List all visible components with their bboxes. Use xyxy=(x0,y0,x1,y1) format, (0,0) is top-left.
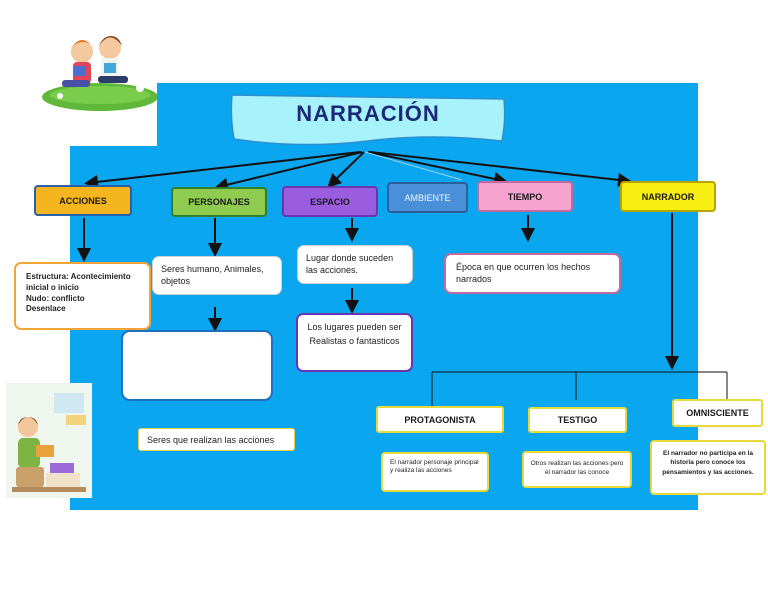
narrator-type-testigo-label: TESTIGO xyxy=(557,415,598,425)
testigo-description-text: Otros realizan las acciones pero el narr… xyxy=(530,460,624,476)
personajes-types-note: Seres humano, Animales, objetos xyxy=(152,256,282,295)
children-reading-illustration xyxy=(0,0,158,146)
acciones-structure-line-3: Desenlace xyxy=(26,304,66,314)
narrator-type-omnisciente: OMNISCIENTE xyxy=(672,399,763,427)
category-tiempo: TIEMPO xyxy=(477,181,573,212)
title-banner xyxy=(230,94,506,146)
category-acciones: ACCIONES xyxy=(34,185,132,216)
category-personajes: PERSONAJES xyxy=(171,187,267,217)
category-acciones-label: ACCIONES xyxy=(59,195,107,206)
narrator-type-omnisciente-label: OMNISCIENTE xyxy=(686,408,749,418)
girl-with-books-illustration xyxy=(6,383,92,498)
category-narrador: NARRADOR xyxy=(620,181,716,212)
espacio-types-note: Los lugares pueden ser Realistas o fanta… xyxy=(296,313,413,372)
narrator-type-protagonista-label: PROTAGONISTA xyxy=(404,414,476,425)
category-personajes-label: PERSONAJES xyxy=(188,197,250,207)
category-ambiente-label: AMBIENTE xyxy=(404,192,451,203)
personajes-empty-box xyxy=(121,330,273,401)
tiempo-definition-note: Época en que ocurren los hechos narrados xyxy=(444,253,621,294)
narrator-type-protagonista: PROTAGONISTA xyxy=(376,406,504,433)
personajes-definition-text: Seres que realizan las acciones xyxy=(147,435,275,445)
narrator-type-testigo: TESTIGO xyxy=(528,407,627,433)
category-espacio: ESPACIO xyxy=(282,186,378,217)
personajes-definition-note: Seres que realizan las acciones xyxy=(138,428,295,451)
category-narrador-label: NARRADOR xyxy=(641,191,695,202)
espacio-types-text: Los lugares pueden ser Realistas o fanta… xyxy=(307,322,402,346)
category-tiempo-label: TIEMPO xyxy=(507,191,543,202)
protagonista-description-text: El narrador personaje principal y realiz… xyxy=(390,459,479,475)
category-espacio-label: ESPACIO xyxy=(310,196,350,207)
acciones-structure-note: Estructura: Acontecimiento inicial o ini… xyxy=(14,262,151,330)
omnisciente-description-text: El narrador no participa en la historia … xyxy=(662,450,754,476)
testigo-description: Otros realizan las acciones pero el narr… xyxy=(522,451,632,488)
espacio-definition-note: Lugar donde suceden las acciones. xyxy=(297,245,413,284)
espacio-definition-text: Lugar donde suceden las acciones. xyxy=(306,253,394,276)
tiempo-definition-text: Época en que ocurren los hechos narrados xyxy=(456,262,591,285)
diagram-title: NARRACIÓN xyxy=(296,101,440,126)
acciones-structure-line-2: Nudo: conflicto xyxy=(26,293,85,303)
category-ambiente: AMBIENTE xyxy=(387,182,468,213)
acciones-structure-line-1: Estructura: Acontecimiento inicial o ini… xyxy=(26,272,131,292)
omnisciente-description: El narrador no participa en la historia … xyxy=(650,440,766,495)
personajes-types-text: Seres humano, Animales, objetos xyxy=(161,264,264,287)
protagonista-description: El narrador personaje principal y realiz… xyxy=(381,452,489,492)
